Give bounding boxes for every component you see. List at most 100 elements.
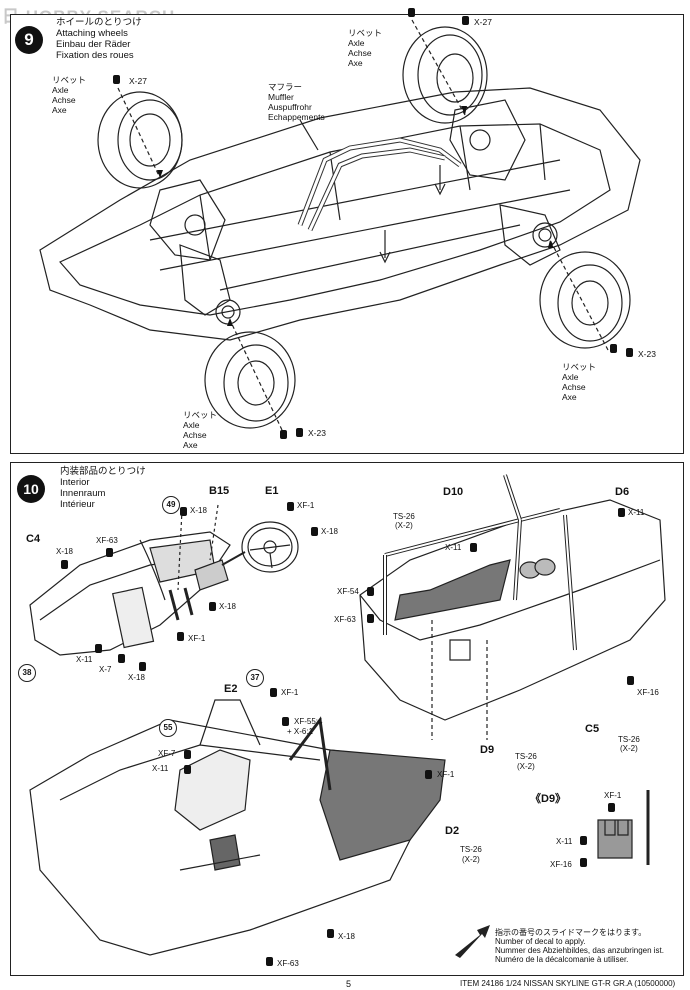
rivet-de: Achse <box>52 95 76 105</box>
paint-dot-icon <box>618 508 625 517</box>
paint-xf1e: XF-1 <box>604 791 622 800</box>
paint-x11a: X-11 <box>76 655 93 664</box>
paint-dot-icon <box>180 507 187 516</box>
paint-dot-icon <box>282 717 289 726</box>
muffler-de: Auspuffrohr <box>268 102 312 112</box>
rivet-fr: Axe <box>183 440 198 450</box>
decal-note: 指示の番号のスライドマークをはります。 Number of decal to a… <box>495 928 664 964</box>
paint-x11e: X-11 <box>556 837 573 846</box>
paint-x2a: (X-2) <box>395 521 413 530</box>
step9-title: ホイールのとりつけ Attaching wheels Einbau der Rä… <box>56 17 142 61</box>
rivet-jp: リベット <box>183 410 218 420</box>
paint-x18c: X-18 <box>219 602 236 611</box>
paint-xf7: XF-7 <box>158 749 176 758</box>
label-b15: B15 <box>209 485 230 497</box>
paint-xf54: XF-54 <box>337 587 359 596</box>
step9-number: 9 <box>15 26 43 54</box>
muffler-jp: マフラー <box>268 82 303 92</box>
paint-dot-icon <box>184 765 191 774</box>
label-c5: C5 <box>585 723 600 735</box>
note-fr: Numéro de la décalcomanie à utiliser. <box>495 955 629 964</box>
paint-xf1c: XF-1 <box>281 688 299 697</box>
paint-dot-icon <box>266 957 273 966</box>
rivet-label-br: リベット Axle Achse Axe <box>562 362 596 402</box>
rivet-jp: リベット <box>52 75 87 85</box>
paint-x18e: X-18 <box>128 673 145 682</box>
paint-dot-icon <box>470 543 477 552</box>
rivet-bl-icon <box>280 430 287 439</box>
paint-dot-icon <box>184 750 191 759</box>
paint-dot-icon <box>367 614 374 623</box>
page-number: 5 <box>346 979 352 989</box>
part-x27-tr: X-27 <box>474 17 492 27</box>
rivet-label-tl: リベット Axle Achse Axe <box>52 75 86 115</box>
paint-dot-icon <box>608 803 615 812</box>
paint-dot-icon <box>627 676 634 685</box>
paint-x11c: X-11 <box>628 508 645 517</box>
paint-ts26a: TS-26 <box>393 512 415 521</box>
label-c4: C4 <box>26 533 41 545</box>
rivet-fr: Axe <box>562 392 577 402</box>
step9-title-jp: ホイールのとりつけ <box>56 17 142 28</box>
step10-title-en: Interior <box>60 477 90 488</box>
screw-x23-bl-icon <box>296 428 303 437</box>
step9-title-fr: Fixation des roues <box>56 50 134 61</box>
rivet-de: Achse <box>562 382 586 392</box>
paint-dot-icon <box>327 929 334 938</box>
screw-x23-br-icon <box>626 348 633 357</box>
paint-dot-icon <box>139 662 146 671</box>
rivet-en: Axle <box>562 372 579 382</box>
decal-55: 55 <box>159 719 177 737</box>
rivet-de: Achse <box>348 48 372 58</box>
paint-ts26d: TS-26 <box>460 845 482 854</box>
paint-xf63c: XF-63 <box>277 959 299 968</box>
paint-dot-icon <box>61 560 68 569</box>
note-de: Nummer des Abziehbildes, das anzubringen… <box>495 946 664 955</box>
step10-title-jp: 内装部品のとりつけ <box>60 466 146 477</box>
footer-item: ITEM 24186 1/24 NISSAN SKYLINE GT-R GR.A… <box>460 979 676 988</box>
rivet-label-bl: リベット Axle Achse Axe <box>183 410 217 450</box>
label-d2: D2 <box>445 825 460 837</box>
note-en: Number of decal to apply. <box>495 937 586 946</box>
paint-xf554: XF-55:4 <box>294 717 323 726</box>
rivet-fr: Axe <box>348 58 363 68</box>
paint-dot-icon <box>287 502 294 511</box>
label-e2: E2 <box>224 683 238 695</box>
paint-dot-icon <box>311 527 318 536</box>
paint-dot-icon <box>270 688 277 697</box>
paint-ts26c: TS-26 <box>515 752 537 761</box>
paint-x11d: X-11 <box>152 764 169 773</box>
paint-xf1d: XF-1 <box>437 770 455 779</box>
screw-x27-tr-icon <box>462 16 469 25</box>
paint-dot-icon <box>367 587 374 596</box>
paint-x18f: X-18 <box>338 932 355 941</box>
rivet-fr: Axe <box>52 105 67 115</box>
step10-panel <box>10 462 684 976</box>
rivet-jp: リベット <box>562 362 597 372</box>
decal-arrow-icon <box>455 925 490 958</box>
paint-dot-icon <box>580 836 587 845</box>
muffler-en: Muffler <box>268 92 294 102</box>
note-jp: 指示の番号のスライドマークをはります。 <box>495 928 647 937</box>
rivet-tl-icon <box>113 75 120 84</box>
paint-ts26b: TS-26 <box>618 735 640 744</box>
paint-xf16b: XF-16 <box>550 860 572 869</box>
paint-xf1a: XF-1 <box>297 501 315 510</box>
rivet-en: Axle <box>348 38 365 48</box>
paint-xf1b: XF-1 <box>188 634 206 643</box>
paint-xf63a: XF-63 <box>96 536 118 545</box>
label-d6: D6 <box>615 486 630 498</box>
step10-title-fr: Intérieur <box>60 499 95 510</box>
paint-xf63b: XF-63 <box>334 615 356 624</box>
rivet-en: Axle <box>52 85 69 95</box>
paint-dot-icon <box>425 770 432 779</box>
decal-49: 49 <box>162 496 180 514</box>
paint-dot-icon <box>209 602 216 611</box>
label-d10: D10 <box>443 486 464 498</box>
paint-x2d: (X-2) <box>462 855 480 864</box>
part-x23-br: X-23 <box>638 349 656 359</box>
label-d9: D9 <box>480 744 495 756</box>
paint-x18b: X-18 <box>321 527 338 536</box>
rivet-br-icon <box>610 344 617 353</box>
